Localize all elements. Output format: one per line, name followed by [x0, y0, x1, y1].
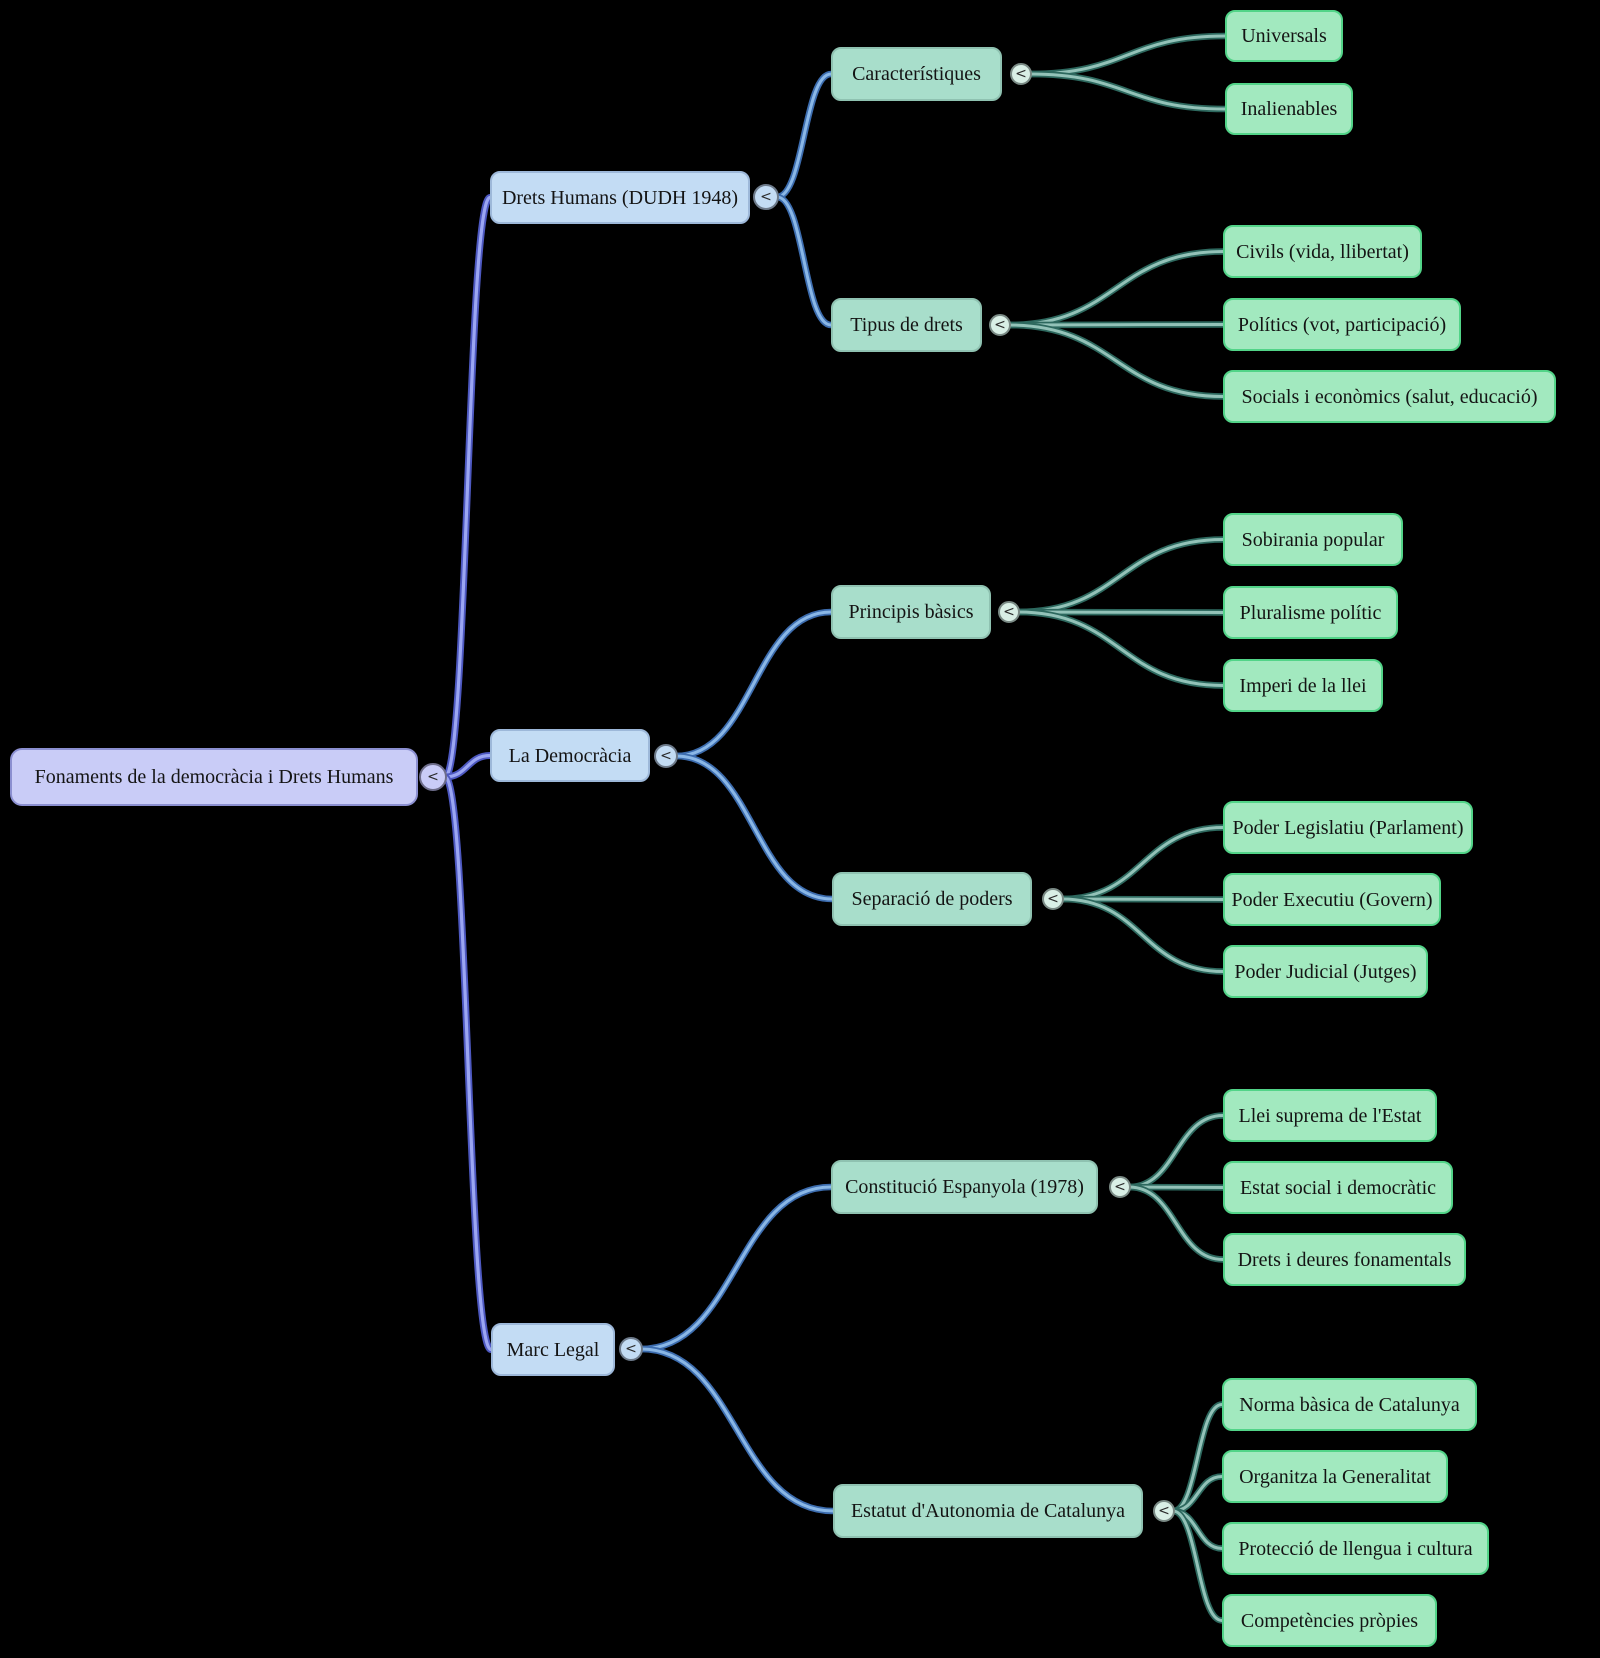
node-inalienables[interactable]: Inalienables	[1225, 83, 1353, 135]
node-llei-suprema[interactable]: Llei suprema de l'Estat	[1223, 1089, 1437, 1142]
node-socials-economics[interactable]: Socials i econòmics (salut, educació)	[1223, 370, 1556, 423]
node-pluralisme-politic[interactable]: Pluralisme polític	[1223, 586, 1398, 639]
collapse-toggle-root[interactable]: <	[419, 763, 447, 791]
node-imperi-de-la-llei[interactable]: Imperi de la llei	[1223, 659, 1383, 712]
collapse-toggle-drets-humans[interactable]: <	[753, 184, 779, 210]
node-poder-legislatiu[interactable]: Poder Legislatiu (Parlament)	[1223, 801, 1473, 854]
collapse-toggle-estatut[interactable]: <	[1153, 1500, 1175, 1522]
node-root[interactable]: Fonaments de la democràcia i Drets Human…	[10, 748, 418, 806]
node-caracteristiques[interactable]: Característiques	[831, 47, 1002, 101]
node-drets-deures[interactable]: Drets i deures fonamentals	[1223, 1233, 1466, 1286]
collapse-toggle-la-democracia[interactable]: <	[654, 744, 678, 768]
node-marc-legal[interactable]: Marc Legal	[491, 1323, 615, 1376]
node-la-democracia[interactable]: La Democràcia	[490, 729, 650, 782]
collapse-toggle-constitucio[interactable]: <	[1109, 1176, 1131, 1198]
node-organitza-generalitat[interactable]: Organitza la Generalitat	[1222, 1450, 1448, 1503]
node-norma-basica[interactable]: Norma bàsica de Catalunya	[1222, 1378, 1477, 1431]
node-civils[interactable]: Civils (vida, llibertat)	[1223, 225, 1422, 278]
node-competencies-propies[interactable]: Competències pròpies	[1222, 1594, 1437, 1647]
node-estatut-autonomia[interactable]: Estatut d'Autonomia de Catalunya	[833, 1484, 1143, 1538]
node-politics[interactable]: Polítics (vot, participació)	[1223, 298, 1461, 351]
collapse-toggle-separacio[interactable]: <	[1042, 888, 1064, 910]
node-sobirania-popular[interactable]: Sobirania popular	[1223, 513, 1403, 566]
node-proteccio-llengua[interactable]: Protecció de llengua i cultura	[1222, 1522, 1489, 1575]
node-poder-judicial[interactable]: Poder Judicial (Jutges)	[1223, 945, 1428, 998]
collapse-toggle-marc-legal[interactable]: <	[619, 1337, 643, 1361]
node-separacio-de-poders[interactable]: Separació de poders	[832, 872, 1032, 926]
node-poder-executiu[interactable]: Poder Executiu (Govern)	[1223, 873, 1441, 926]
node-tipus-de-drets[interactable]: Tipus de drets	[831, 298, 982, 352]
collapse-toggle-principis-basics[interactable]: <	[998, 601, 1020, 623]
collapse-toggle-caracteristiques[interactable]: <	[1010, 63, 1032, 85]
node-principis-basics[interactable]: Principis bàsics	[831, 585, 991, 639]
node-universals[interactable]: Universals	[1225, 10, 1343, 62]
node-drets-humans[interactable]: Drets Humans (DUDH 1948)	[490, 171, 750, 224]
node-constitucio-espanyola[interactable]: Constitució Espanyola (1978)	[831, 1160, 1098, 1214]
node-estat-social[interactable]: Estat social i democràtic	[1223, 1161, 1453, 1214]
collapse-toggle-tipus-de-drets[interactable]: <	[989, 314, 1011, 336]
